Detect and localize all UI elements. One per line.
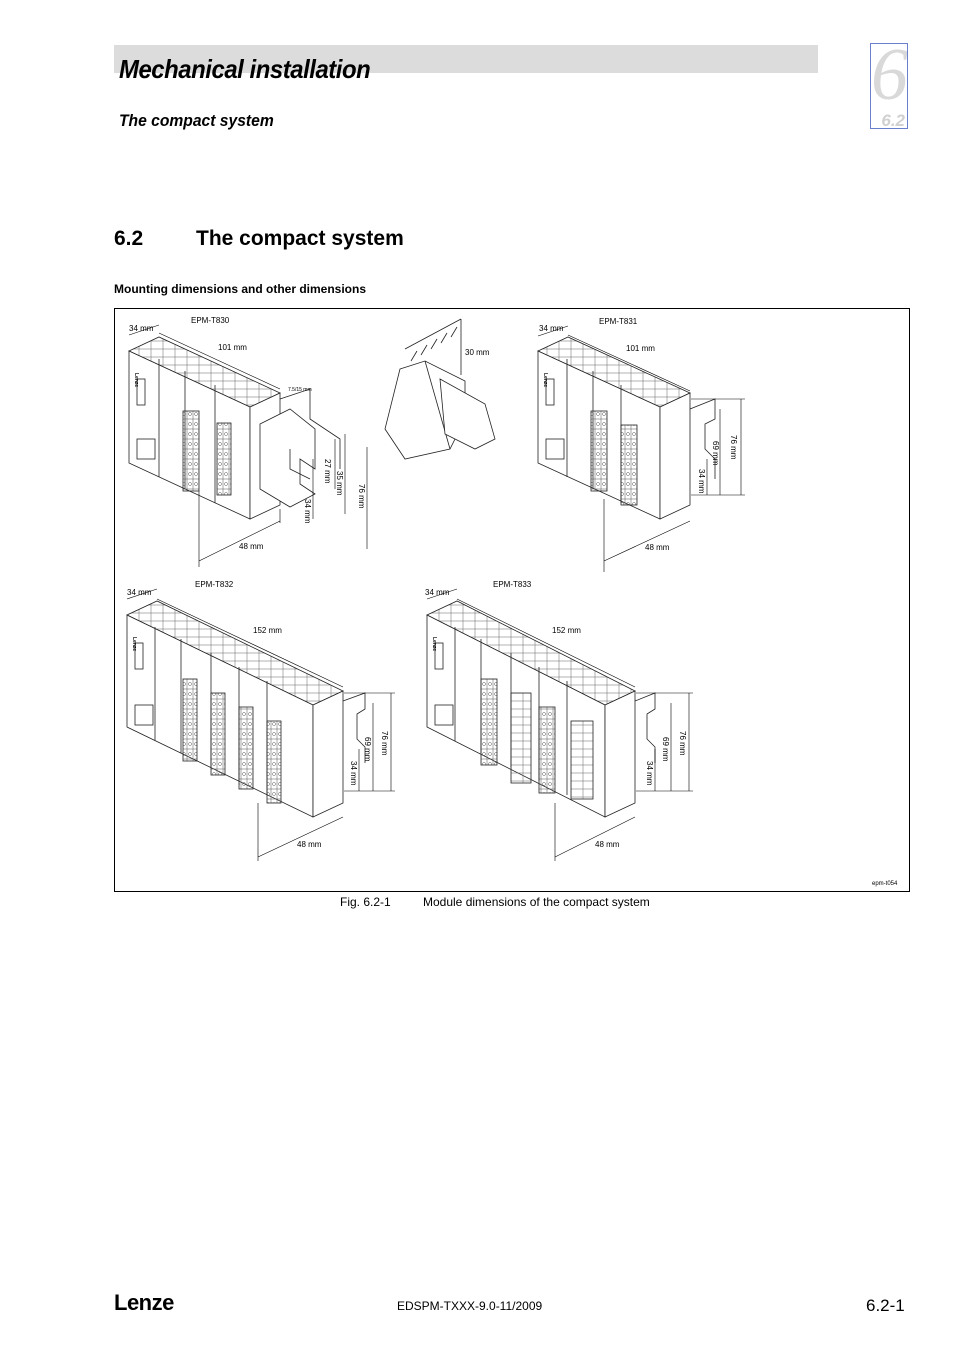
module-t831 xyxy=(537,336,716,520)
dim-label: 30 mm xyxy=(465,348,490,357)
dimension-drawing: 34 mm EPM-T830 101 mm Lenze 7.5/15 mm 48… xyxy=(126,316,898,887)
figure-frame: 34 mm EPM-T830 101 mm Lenze 7.5/15 mm 48… xyxy=(114,308,910,892)
dim-label: 48 mm xyxy=(645,543,670,552)
dim-label: 69 mm xyxy=(711,441,720,466)
dim-lines-t833 xyxy=(426,588,693,861)
dim-label: 35 mm xyxy=(335,471,344,496)
figure-caption-number: Fig. 6.2-1 xyxy=(340,895,391,909)
dim-label: 34 mm xyxy=(425,588,450,597)
model-label-t831: EPM-T831 xyxy=(599,317,638,326)
dim-label: 76 mm xyxy=(380,731,389,756)
model-label-t833: EPM-T833 xyxy=(493,580,532,589)
dim-label: 34 mm xyxy=(645,761,654,786)
section-number: 6.2 xyxy=(114,227,144,250)
dim-lines-t830 xyxy=(128,324,368,567)
chapter-number: 6 xyxy=(871,43,908,116)
section-title: The compact system xyxy=(196,227,404,250)
dim-label: 152 mm xyxy=(552,626,581,635)
module-t832 xyxy=(126,600,366,818)
footer-logo: Lenze xyxy=(114,1290,174,1315)
dim-label: 48 mm xyxy=(239,542,264,551)
model-label-t830: EPM-T830 xyxy=(191,316,230,325)
header-bar xyxy=(114,45,818,73)
dim-label: 101 mm xyxy=(218,343,247,352)
dim-label: 48 mm xyxy=(297,840,322,849)
chapter-tab: 6 6.2 xyxy=(870,43,908,129)
dim-label: 69 mm xyxy=(661,737,670,762)
footer-page-number: 6.2-1 xyxy=(866,1296,905,1315)
dim-lines-t832 xyxy=(126,588,395,861)
footer-doc-id: EDSPM-TXXX-9.0-11/2009 xyxy=(397,1299,543,1313)
rail-detail xyxy=(384,318,496,460)
module-t830 xyxy=(128,336,341,520)
module-brand-label: Lenze xyxy=(431,637,437,651)
module-brand-label: Lenze xyxy=(131,637,137,651)
dim-lines-t831 xyxy=(537,325,745,572)
module-t833 xyxy=(426,600,656,818)
dim-label: 34 mm xyxy=(129,324,154,333)
dim-label: 34 mm xyxy=(127,588,152,597)
chapter-section: 6.2 xyxy=(881,111,905,129)
module-brand-label: Lenze xyxy=(542,373,548,387)
figure-ref: epm-t054 xyxy=(872,881,898,887)
header-subtitle: The compact system xyxy=(119,111,274,130)
model-label-t832: EPM-T832 xyxy=(195,580,234,589)
dim-label: 101 mm xyxy=(626,344,655,353)
dim-label: 7.5/15 mm xyxy=(288,387,312,393)
header-title: Mechanical installation xyxy=(119,54,371,84)
subheading: Mounting dimensions and other dimensions xyxy=(114,282,367,296)
dim-label: 152 mm xyxy=(253,626,282,635)
dim-label: 48 mm xyxy=(595,840,620,849)
dim-label: 69 mm xyxy=(363,737,372,762)
dim-label: 34 mm xyxy=(539,324,564,333)
dim-label: 76 mm xyxy=(729,435,738,460)
dim-label: 76 mm xyxy=(678,731,687,756)
dim-label: 34 mm xyxy=(303,499,312,524)
dim-label: 34 mm xyxy=(697,469,706,494)
dim-label: 34 mm xyxy=(349,761,358,786)
figure-caption-text: Module dimensions of the compact system xyxy=(423,895,650,909)
dim-label: 76 mm xyxy=(357,484,366,509)
dim-label: 27 mm xyxy=(323,459,332,484)
module-brand-label: Lenze xyxy=(133,373,139,387)
